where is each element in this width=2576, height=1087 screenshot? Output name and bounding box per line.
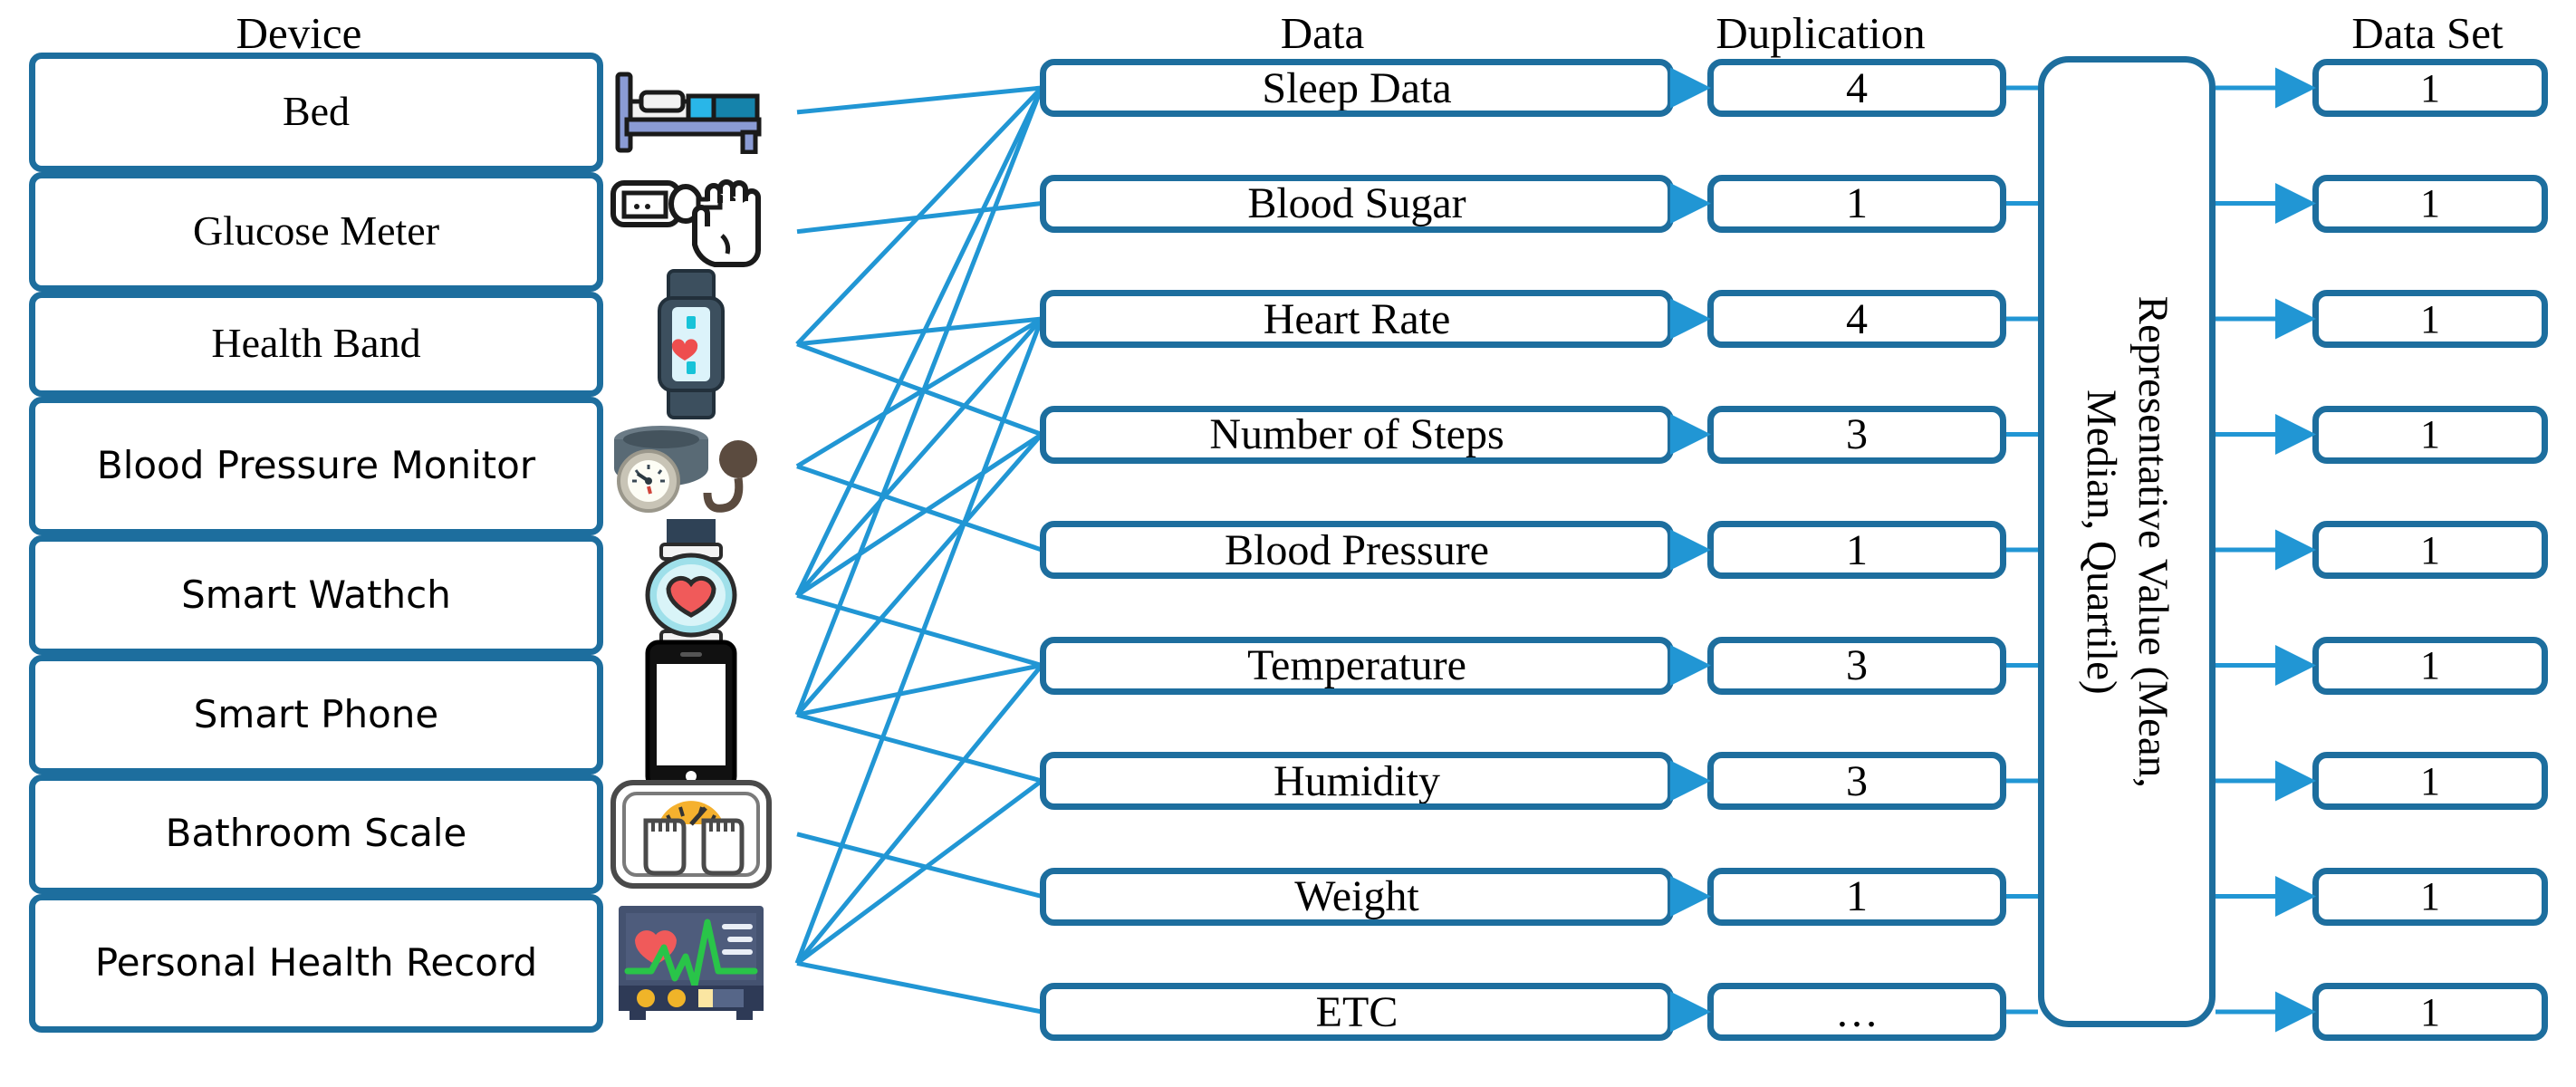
data-box-0[interactable]: Sleep Data: [1040, 59, 1674, 117]
duplication-value: 3: [1846, 641, 1868, 689]
representative-value-line2: Median, Quartile): [2078, 389, 2126, 695]
device-box-5[interactable]: Smart Phone: [29, 655, 603, 774]
device-box-4[interactable]: Smart Wathch: [29, 535, 603, 656]
device-label: Blood Pressure Monitor: [96, 443, 536, 488]
data-box-7[interactable]: Weight: [1040, 867, 1674, 926]
representative-value-box: Representative Value (Mean, Median, Quar…: [2038, 56, 2216, 1027]
dataset-box-3[interactable]: 1: [2312, 405, 2548, 464]
data-box-2[interactable]: Heart Rate: [1040, 290, 1674, 348]
data-label: Temperature: [1247, 641, 1466, 689]
dataset-value: 1: [2420, 412, 2440, 457]
data-box-1[interactable]: Blood Sugar: [1040, 174, 1674, 233]
dataset-box-4[interactable]: 1: [2312, 521, 2548, 579]
dataset-value: 1: [2420, 296, 2440, 341]
data-box-8[interactable]: ETC: [1040, 983, 1674, 1041]
dataset-value: 1: [2420, 643, 2440, 688]
data-box-6[interactable]: Humidity: [1040, 752, 1674, 810]
dataset-box-6[interactable]: 1: [2312, 752, 2548, 810]
representative-value-label: Representative Value (Mean, Median, Quar…: [2075, 295, 2179, 787]
duplication-value: 1: [1846, 872, 1868, 920]
device-label: Health Band: [211, 320, 421, 367]
dataset-value: 1: [2420, 989, 2440, 1034]
dataset-value: 1: [2420, 874, 2440, 919]
duplication-value: 1: [1846, 179, 1868, 227]
representative-value-line1: Representative Value (Mean,: [2129, 295, 2177, 788]
data-label: Number of Steps: [1209, 410, 1504, 458]
duplication-box-3[interactable]: 3: [1707, 405, 2006, 464]
device-box-7[interactable]: Personal Health Record: [29, 893, 603, 1033]
duplication-value: 4: [1846, 63, 1868, 112]
duplication-box-6[interactable]: 3: [1707, 752, 2006, 810]
dataset-box-2[interactable]: 1: [2312, 290, 2548, 348]
dataset-value: 1: [2420, 527, 2440, 572]
column-header-data: Data: [1280, 8, 1365, 58]
data-label: Blood Pressure: [1225, 525, 1489, 574]
device-label: Bathroom Scale: [165, 811, 467, 856]
bathroom-scale-icon: [605, 771, 777, 898]
data-label: Humidity: [1273, 756, 1440, 805]
dataset-value: 1: [2420, 65, 2440, 111]
data-label: Sleep Data: [1262, 63, 1452, 112]
duplication-box-4[interactable]: 1: [1707, 521, 2006, 579]
glucose-meter-icon: [605, 168, 777, 295]
data-label: Weight: [1294, 872, 1419, 920]
bed-icon: [605, 49, 777, 176]
device-label: Glucose Meter: [192, 207, 440, 255]
dataset-box-8[interactable]: 1: [2312, 983, 2548, 1041]
dataset-box-5[interactable]: 1: [2312, 636, 2548, 695]
data-box-3[interactable]: Number of Steps: [1040, 405, 1674, 464]
column-header-dataset: Data Set: [2351, 8, 2504, 58]
device-label: Smart Phone: [193, 691, 439, 736]
duplication-box-7[interactable]: 1: [1707, 867, 2006, 926]
duplication-value: 3: [1846, 756, 1868, 805]
duplication-box-0[interactable]: 4: [1707, 59, 2006, 117]
device-label: Smart Wathch: [181, 572, 451, 617]
data-label: Heart Rate: [1263, 294, 1451, 343]
data-box-5[interactable]: Temperature: [1040, 636, 1674, 695]
dataset-box-0[interactable]: 1: [2312, 59, 2548, 117]
device-label: Bed: [282, 88, 351, 135]
dataset-value: 1: [2420, 758, 2440, 803]
device-box-3[interactable]: Blood Pressure Monitor: [29, 397, 603, 536]
personal-health-record-icon: [605, 890, 777, 1036]
blood-pressure-monitor-icon: [605, 393, 777, 539]
column-header-duplication: Duplication: [1716, 8, 1926, 58]
data-label: Blood Sugar: [1247, 179, 1466, 227]
device-box-6[interactable]: Bathroom Scale: [29, 774, 603, 894]
duplication-box-2[interactable]: 4: [1707, 290, 2006, 348]
health-band-icon: [605, 268, 777, 419]
smart-phone-icon: [605, 640, 777, 790]
duplication-value: …: [1835, 987, 1879, 1036]
data-box-4[interactable]: Blood Pressure: [1040, 521, 1674, 579]
dataset-value: 1: [2420, 181, 2440, 226]
dataset-box-1[interactable]: 1: [2312, 174, 2548, 233]
duplication-box-8[interactable]: …: [1707, 983, 2006, 1041]
device-box-2[interactable]: Health Band: [29, 291, 603, 398]
column-header-device: Device: [235, 8, 362, 58]
duplication-box-1[interactable]: 1: [1707, 174, 2006, 233]
device-box-0[interactable]: Bed: [29, 53, 603, 172]
device-box-1[interactable]: Glucose Meter: [29, 171, 603, 292]
duplication-value: 4: [1846, 294, 1868, 343]
data-label: ETC: [1315, 987, 1399, 1036]
dataset-box-7[interactable]: 1: [2312, 867, 2548, 926]
duplication-box-5[interactable]: 3: [1707, 636, 2006, 695]
duplication-value: 3: [1846, 410, 1868, 458]
duplication-value: 1: [1846, 525, 1868, 574]
device-label: Personal Health Record: [94, 939, 538, 985]
